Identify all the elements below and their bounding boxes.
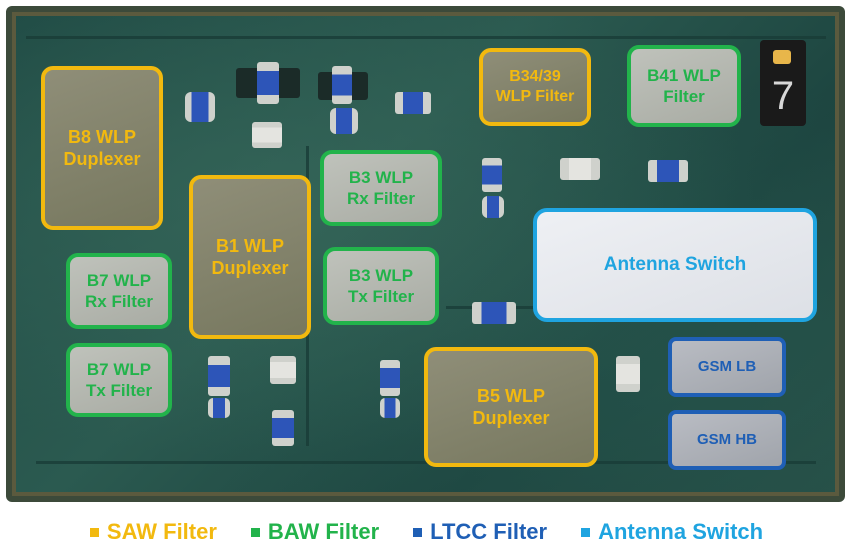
- smd-capacitor: [272, 410, 294, 446]
- marker-number: 7: [771, 74, 795, 118]
- legend-swatch: [413, 527, 423, 537]
- smd-capacitor: [380, 360, 400, 396]
- board-marker: 7: [760, 40, 806, 126]
- legend-item-baw: BAW Filter: [250, 519, 380, 545]
- b8-duplexer: B8 WLP Duplexer: [41, 66, 163, 230]
- smd-resistor: [560, 158, 600, 180]
- pcb-trace: [26, 36, 826, 39]
- b7-tx-filter: B7 WLP Tx Filter: [66, 343, 172, 417]
- smd-inductor: [208, 398, 230, 418]
- smd-capacitor: [482, 158, 502, 192]
- smd-resistor: [270, 356, 296, 384]
- legend-label: SAW Filter: [106, 519, 217, 544]
- smd-capacitor: [395, 92, 431, 114]
- smd-inductor: [380, 398, 400, 418]
- marker-tab: [773, 50, 791, 64]
- b34-39-filter: B34/39 WLP Filter: [479, 48, 591, 126]
- legend: SAW Filter BAW Filter LTCC Filter Antenn…: [0, 519, 853, 545]
- smd-capacitor: [648, 160, 688, 182]
- b1-duplexer: B1 WLP Duplexer: [189, 175, 311, 339]
- legend-swatch: [581, 527, 591, 537]
- legend-item-ltcc: LTCC Filter: [413, 519, 547, 545]
- b3-rx-filter: B3 WLP Rx Filter: [320, 150, 442, 226]
- legend-label: Antenna Switch: [598, 519, 764, 544]
- smd-resistor: [616, 356, 640, 392]
- legend-item-saw: SAW Filter: [89, 519, 217, 545]
- legend-swatch: [89, 527, 99, 537]
- smd-resistor: [252, 122, 282, 148]
- gsm-lb-filter: GSM LB: [668, 337, 786, 397]
- b5-duplexer: B5 WLP Duplexer: [424, 347, 598, 467]
- legend-label: LTCC Filter: [430, 519, 548, 544]
- b3-tx-filter: B3 WLP Tx Filter: [323, 247, 439, 325]
- smd-capacitor: [472, 302, 516, 324]
- smd-inductor: [482, 196, 504, 218]
- antenna-switch: Antenna Switch: [533, 208, 817, 322]
- b41-filter: B41 WLP Filter: [627, 45, 741, 127]
- gsm-hb-filter: GSM HB: [668, 410, 786, 470]
- smd-capacitor: [257, 62, 279, 104]
- smd-inductor: [185, 92, 215, 122]
- smd-inductor: [330, 108, 358, 134]
- legend-label: BAW Filter: [267, 519, 380, 544]
- smd-capacitor: [208, 356, 230, 396]
- legend-item-antenna: Antenna Switch: [581, 519, 763, 545]
- legend-swatch: [250, 527, 260, 537]
- smd-capacitor: [332, 66, 352, 104]
- b7-rx-filter: B7 WLP Rx Filter: [66, 253, 172, 329]
